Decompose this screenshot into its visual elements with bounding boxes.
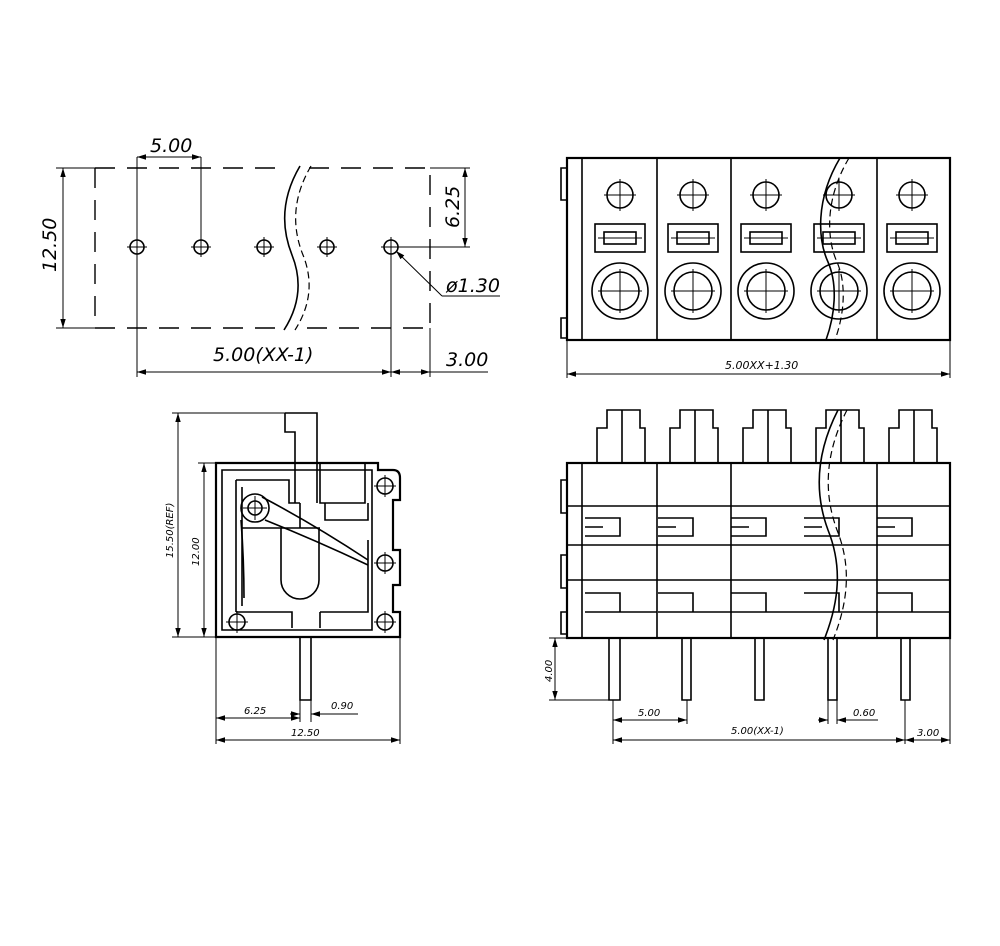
dim-pin-width-label: 0.90 xyxy=(331,701,353,712)
dim-pin-length-label: 4.00 xyxy=(544,660,555,682)
dim-hole-label: ø1.30 xyxy=(445,275,500,297)
side-view: 15.50(REF) 12.00 6.25 0.90 12.50 xyxy=(165,412,402,744)
front-view: 5.00XX+1.30 xyxy=(560,156,952,378)
dim-end-label: 3.00 xyxy=(446,349,488,371)
dim-pin-pos-label: 6.25 xyxy=(244,706,266,717)
bottom-view: 4.00 5.00 0.60 5.00(XX-1) 3.00 xyxy=(544,409,952,744)
front-module-4 xyxy=(810,179,868,320)
front-module-3 xyxy=(737,179,795,320)
top-view: 5.00 12.50 6.25 ø1.30 5.00(XX-1) 3.00 xyxy=(39,135,500,377)
dim-bottom-pitch-label: 5.00 xyxy=(638,708,660,719)
dim-length-label: 5.00XX+1.30 xyxy=(725,359,798,372)
dim-pitch-label: 5.00 xyxy=(150,135,192,157)
front-module-5 xyxy=(883,179,941,320)
elevation-body xyxy=(565,461,952,640)
wire-entries xyxy=(585,517,913,537)
front-body xyxy=(565,156,952,342)
dim-side-width-label: 12.50 xyxy=(291,728,320,739)
dim-bottom-end-label: 3.00 xyxy=(917,728,939,739)
side-body xyxy=(214,461,402,639)
dim-span-label: 5.00(XX-1) xyxy=(213,344,313,366)
dimensions-side: 15.50(REF) 12.00 6.25 0.90 12.50 xyxy=(165,412,401,744)
front-module-2 xyxy=(664,179,722,320)
dimensions-top: 5.00 12.50 6.25 ø1.30 5.00(XX-1) 3.00 xyxy=(39,135,500,377)
dimensions-bottom: 4.00 5.00 0.60 5.00(XX-1) 3.00 xyxy=(544,637,951,744)
dim-side-height-label: 15.50(REF) xyxy=(165,503,176,558)
pins xyxy=(608,638,911,701)
dim-width-label: 12.50 xyxy=(39,218,61,272)
dim-offset-label: 6.25 xyxy=(442,186,464,228)
footprint-outline xyxy=(94,165,431,331)
dimension-front: 5.00XX+1.30 xyxy=(566,340,951,378)
dim-body-height-label: 12.00 xyxy=(191,537,202,566)
lower-steps xyxy=(585,592,950,613)
side-pin xyxy=(299,637,312,701)
pcb-holes xyxy=(127,237,401,257)
dim-bottom-pin-width-label: 0.60 xyxy=(853,708,875,719)
front-module-1 xyxy=(591,179,649,320)
pushers xyxy=(596,409,938,463)
dim-bottom-span-label: 5.00(XX-1) xyxy=(731,726,784,737)
